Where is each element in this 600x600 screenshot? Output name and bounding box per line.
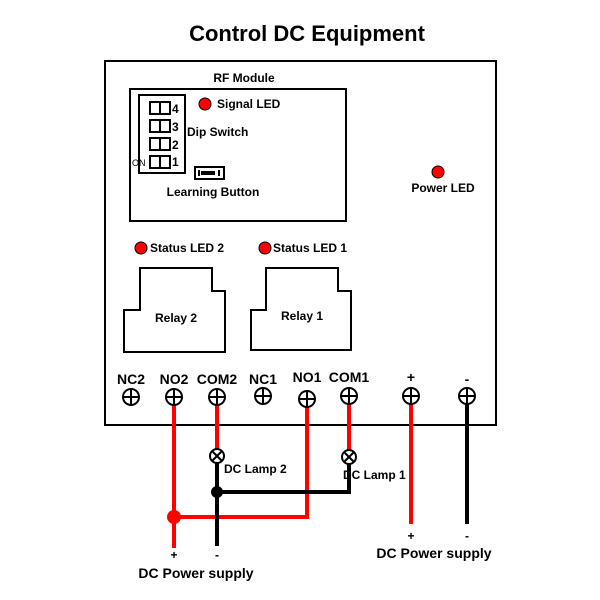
- relay-1: [250, 267, 352, 351]
- signal-led-label: Signal LED: [217, 97, 281, 111]
- dc-lamp-1: [341, 449, 357, 465]
- learning-button[interactable]: [194, 166, 225, 180]
- terminal-com1[interactable]: COM1: [329, 369, 370, 405]
- dip-on-label: ON: [132, 158, 146, 168]
- rf-module-box: [129, 88, 347, 222]
- diagram-title: Control DC Equipment: [189, 21, 426, 46]
- positive-junction-dot: [167, 510, 181, 524]
- terminal-positive[interactable]: +: [402, 369, 420, 405]
- terminal-label-com1: COM1: [329, 369, 370, 385]
- supply-2-minus: -: [465, 529, 469, 543]
- supply-2-label: DC Power supply: [376, 545, 491, 561]
- dc-lamp-2: [209, 448, 225, 464]
- status-led-2: [134, 241, 148, 255]
- dip-number-2: 2: [172, 138, 179, 152]
- terminal-block: NC2 NO2 COM2 NC1 NO1 COM1 + -: [117, 369, 476, 408]
- signal-led: [198, 97, 212, 111]
- terminal-label-no2: NO2: [160, 371, 189, 387]
- dip-switch[interactable]: [138, 94, 186, 174]
- learning-button-label: Learning Button: [167, 185, 260, 199]
- status-led-2-label: Status LED 2: [150, 241, 224, 255]
- supply-2-plus: +: [407, 529, 414, 543]
- dip-switch-body: [138, 94, 186, 174]
- dc-lamp-1-label: DC Lamp 1: [343, 468, 406, 482]
- negative-junction-dot: [211, 486, 223, 498]
- dip-switch-label: Dip Switch: [187, 125, 248, 139]
- terminal-nc2[interactable]: NC2: [117, 371, 145, 406]
- controller-box: [104, 60, 497, 426]
- status-led-1-label: Status LED 1: [273, 241, 347, 255]
- terminal-label-com2: COM2: [197, 371, 238, 387]
- rf-module-label: RF Module: [213, 71, 275, 85]
- terminal-label-no1: NO1: [293, 369, 322, 385]
- wire-lamp1-negative: [217, 463, 351, 494]
- wiring: [167, 397, 469, 548]
- dip-number-1: 1: [172, 155, 179, 169]
- terminal-label-nc2: NC2: [117, 371, 145, 387]
- dc-lamp-2-label: DC Lamp 2: [224, 462, 287, 476]
- dip-number-4: 4: [172, 102, 179, 116]
- terminal-label-positive: +: [407, 369, 415, 385]
- terminal-nc1[interactable]: NC1: [249, 371, 277, 405]
- relay-1-label: Relay 1: [281, 309, 323, 323]
- terminal-label-nc1: NC1: [249, 371, 277, 387]
- terminal-label-negative: -: [465, 371, 470, 387]
- dip-switch-4[interactable]: [149, 101, 171, 115]
- supply-1-plus: +: [170, 548, 177, 562]
- terminal-no1[interactable]: NO1: [293, 369, 322, 408]
- dip-switch-2[interactable]: [149, 137, 171, 151]
- terminal-negative[interactable]: -: [458, 371, 476, 405]
- terminal-com2[interactable]: COM2: [197, 371, 238, 406]
- power-led-label: Power LED: [411, 181, 475, 195]
- relay-2-label: Relay 2: [155, 311, 197, 325]
- status-led-1: [258, 241, 272, 255]
- supply-1-label: DC Power supply: [138, 565, 253, 581]
- dip-switch-1[interactable]: [149, 155, 171, 169]
- supply-1-minus: -: [215, 548, 219, 562]
- relay-2: [123, 267, 226, 353]
- wire-no1: [174, 397, 309, 519]
- dip-number-3: 3: [172, 120, 179, 134]
- dip-switch-3[interactable]: [149, 119, 171, 133]
- power-led: [431, 165, 445, 179]
- terminal-no2[interactable]: NO2: [160, 371, 189, 406]
